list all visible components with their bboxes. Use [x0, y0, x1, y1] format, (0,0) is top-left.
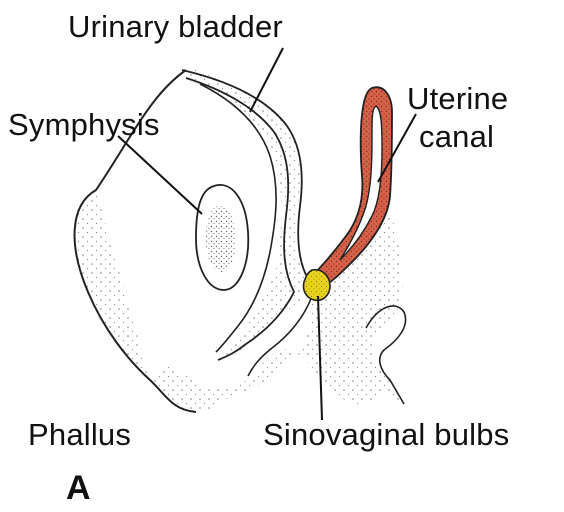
label-sinovaginal-bulbs: Sinovaginal bulbs: [263, 418, 509, 452]
label-urinary-bladder: Urinary bladder: [68, 10, 283, 44]
panel-letter: A: [66, 470, 91, 506]
label-symphysis: Symphysis: [8, 108, 160, 142]
leader-symphysis: [118, 136, 202, 214]
label-uterine-line1: Uterine: [407, 80, 508, 118]
sinovaginal-bulb: [303, 270, 330, 301]
leader-bladder: [250, 48, 283, 112]
label-phallus: Phallus: [28, 418, 131, 452]
label-uterine-canal: Uterine canal: [407, 80, 508, 156]
label-uterine-line2: canal: [407, 118, 508, 156]
